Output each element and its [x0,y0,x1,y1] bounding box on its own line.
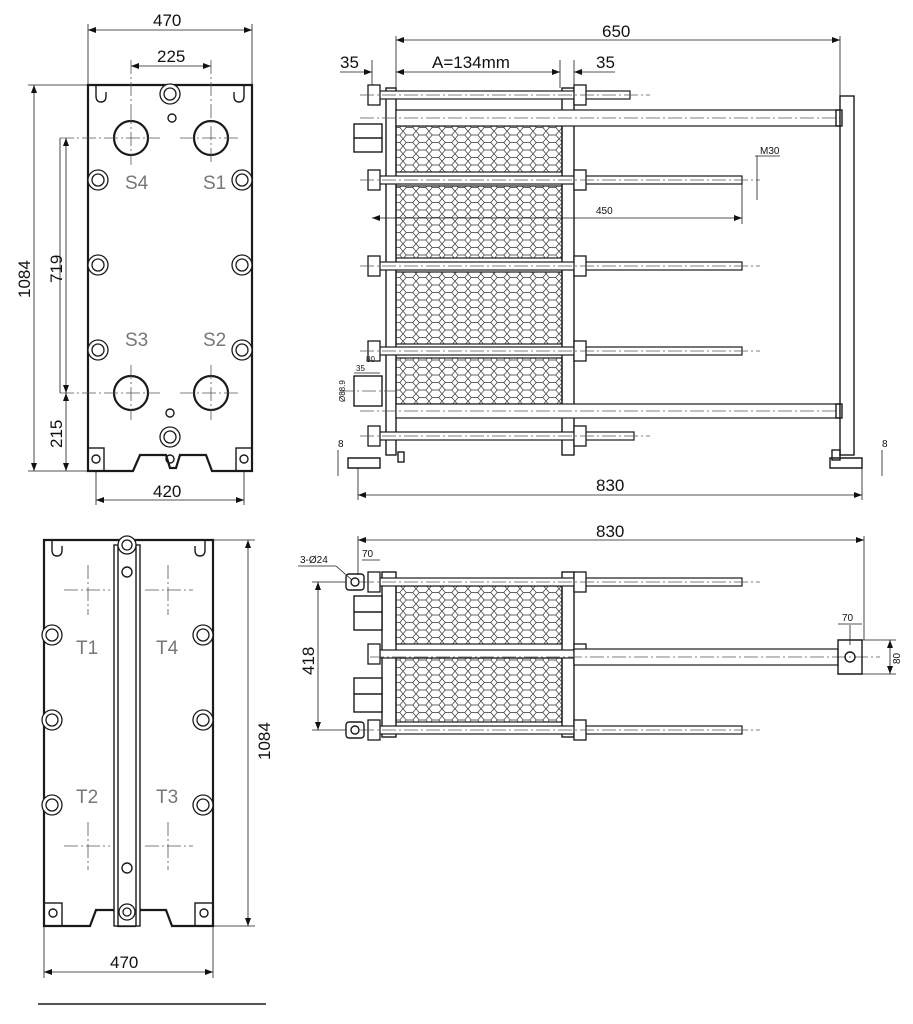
top-nozzle-lower [353,677,383,713]
dim-plate-pack: A=134mm [432,53,510,72]
port-label-s2: S2 [203,330,226,351]
notch-top-left [95,85,107,103]
plate-pack-section-4 [395,357,563,405]
port-label-t3: T3 [156,787,178,808]
plate-pack-section-2 [395,185,563,259]
dim-right-height: 80 [892,652,903,664]
rear-port-centerlines [64,565,193,870]
plate-pack-section-3 [395,271,563,345]
rear-view: T1 T4 T2 T3 1084 470 [41,535,274,978]
top-nozzle-upper [353,595,383,631]
guide-hole-top [167,113,177,123]
front-view: S4 S1 S3 S2 470 225 1084 719 215 420 [15,11,254,505]
notch-top-right [233,85,245,103]
dim-front-height: 1084 [15,260,34,298]
dim-nozzle-80: 80 [366,355,375,364]
dim-foot-right: 8 [882,439,888,450]
dim-right-offset: 70 [842,613,854,624]
dim-base-width: 420 [153,482,181,501]
foot-right [235,447,253,472]
dim-foot-left: 8 [338,439,344,450]
port-label-s3: S3 [125,330,148,351]
side-bolts-rear [41,624,214,816]
port-circle-s1 [180,60,240,165]
dim-bottom-offset: 215 [47,420,66,448]
dim-holes: 3-Ø24 [300,555,328,566]
dim-rear-height: 1084 [255,722,274,760]
dim-side-overall: 650 [602,22,630,41]
dim-port-spacing: 225 [157,47,185,66]
port-label-s4: S4 [125,173,149,194]
pressure-plate [561,87,575,456]
tightening-bolts-side [360,84,760,447]
dim-hole-offset: 70 [362,549,374,560]
port-label-t4: T4 [156,638,179,659]
dim-nozzle-diameter: Ø88.9 [338,380,347,402]
port-circle-s2 [180,365,240,420]
guide-hole-bottom [165,408,175,418]
dim-nozzle-35: 35 [356,364,365,373]
side-view: 650 35 A=134mm 35 [337,22,888,500]
dim-side-total-length: 830 [596,476,624,495]
top-bolts [360,571,760,741]
dim-top-height: 418 [299,647,318,675]
plate-pack-section-1 [395,125,563,173]
side-bolts-front [87,169,253,361]
top-plate-pack-2 [395,657,563,723]
fixed-frame-plate [385,87,397,456]
port-circle-s3 [60,365,160,420]
port-label-t1: T1 [76,638,98,659]
dim-bolt-length: 450 [596,206,613,217]
bolt-bottom-center [159,426,181,448]
foot-left [87,447,105,472]
port-label-s1: S1 [203,173,226,194]
support-column [839,95,855,456]
dim-rear-width: 470 [110,953,138,972]
dim-right-offset: 35 [596,53,615,72]
dim-thread: M30 [760,146,780,157]
top-plate-pack-1 [395,585,563,645]
dim-left-offset: 35 [340,53,359,72]
bolt-top-center [159,83,181,105]
dim-port-vertical: 719 [47,255,66,283]
dim-front-width: 470 [153,11,181,30]
dim-top-total-length: 830 [596,522,624,541]
port-label-t2: T2 [76,787,98,808]
port-circle-s4 [60,110,160,165]
top-view: 830 3-Ø24 [298,522,903,741]
foot-side-left [347,457,381,469]
